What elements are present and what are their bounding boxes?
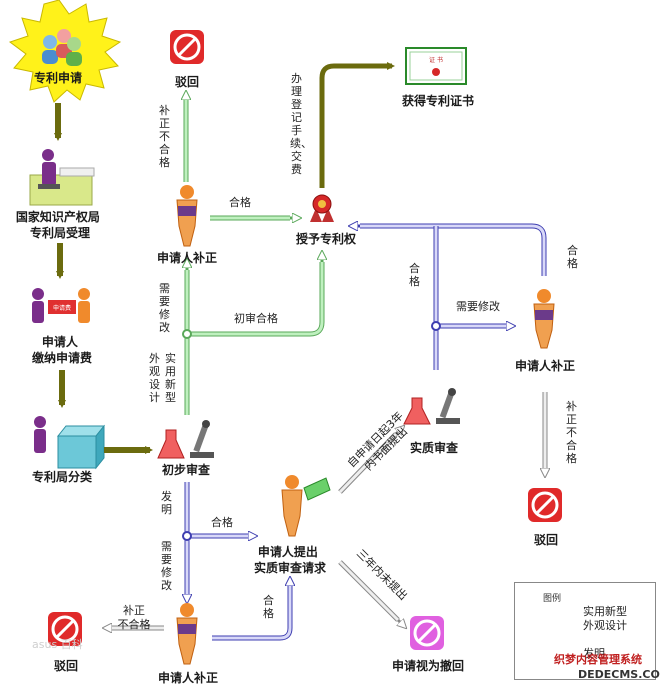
certificate-icon: 证 书 bbox=[405, 47, 467, 85]
person-request bbox=[281, 475, 331, 537]
legend-title: 图例 bbox=[543, 594, 562, 604]
withdrawn-icon bbox=[410, 616, 444, 650]
node-reject-bottom: 驳回 bbox=[54, 659, 78, 673]
label-within-3y: 自申请日起3年 内书面提出 bbox=[344, 406, 418, 480]
person-correct-bottom bbox=[176, 603, 198, 665]
node-cert: 获得专利证书 bbox=[401, 93, 474, 108]
node-prelim: 初步审查 bbox=[162, 462, 211, 477]
label-pass-top: 合格 bbox=[229, 195, 251, 209]
clerk-desk-icon bbox=[29, 149, 95, 206]
lab-icon-prelim bbox=[157, 420, 214, 459]
node-start: 专利申请 bbox=[34, 70, 82, 85]
legend: 图例 实用新型外观设计 发明 bbox=[514, 582, 656, 680]
node-request-l2: 实质审查请求 bbox=[254, 560, 327, 575]
watermark-main: 织梦内容管理系统 bbox=[554, 653, 642, 666]
reject-icon-right bbox=[528, 488, 562, 522]
label-utility-design-2: 实用新型 bbox=[165, 352, 176, 404]
node-correct-right: 申请人补正 bbox=[515, 358, 575, 373]
label-prelim-pass: 初审合格 bbox=[234, 311, 278, 325]
label-not-in-3y: 三年内未提出 bbox=[354, 546, 411, 603]
node-grant: 授予专利权 bbox=[296, 231, 357, 246]
label-need-fix-right: 需要修改 bbox=[456, 299, 500, 313]
person-correct-right bbox=[533, 289, 555, 349]
label-fail-top: 补正不合格 bbox=[159, 104, 170, 169]
people-icon bbox=[42, 29, 82, 66]
label-invention: 发明 bbox=[161, 490, 172, 516]
label-pass-mid: 合格 bbox=[211, 515, 233, 529]
watermark-sub: DEDECMS.COM bbox=[578, 668, 660, 681]
node-correct-top: 申请人补正 bbox=[157, 250, 217, 265]
label-fail-right: 补正不合格 bbox=[566, 400, 577, 465]
label-pass-far-right: 合格 bbox=[567, 244, 578, 270]
label-pass-bottom: 合格 bbox=[263, 594, 274, 620]
node-accept-line1: 国家知识产权局 专利局受理 bbox=[16, 209, 104, 240]
node-pay-l2: 缴纳申请费 bbox=[32, 350, 92, 365]
box-worker-icon bbox=[34, 416, 106, 470]
label-register-fee: 办理登记手续、交费 bbox=[290, 72, 312, 176]
medal-icon bbox=[310, 194, 334, 222]
label-pass-right: 合格 bbox=[409, 262, 420, 288]
lab-icon-substantive bbox=[403, 388, 460, 425]
node-accept-l1: 国家知识产权局 bbox=[16, 209, 100, 224]
legend-green-label: 实用新型外观设计 bbox=[583, 605, 627, 632]
node-correct-bottom: 申请人补正 bbox=[158, 670, 218, 685]
node-request-l1: 申请人提出 bbox=[258, 544, 318, 559]
node-accept-l2: 专利局受理 bbox=[30, 225, 90, 240]
label-need-fix-left: 需要修改 bbox=[159, 282, 170, 334]
start-burst bbox=[8, 0, 122, 103]
node-withdrawn: 申请视为撤回 bbox=[392, 658, 464, 673]
node-substantive: 实质审查 bbox=[410, 440, 459, 455]
node-request: 申请人提出 实质审查请求 bbox=[254, 544, 327, 575]
reject-icon-top bbox=[170, 30, 204, 64]
person-correct-top bbox=[176, 185, 198, 247]
payment-icon: 申请费 bbox=[32, 288, 90, 323]
legend-blue-label: 发明 bbox=[583, 647, 605, 660]
label-fail-bottom-1: 补正 bbox=[123, 604, 145, 617]
node-classify: 专利局分类 bbox=[32, 469, 93, 484]
reject-icon-bottom bbox=[48, 612, 82, 646]
node-reject-right: 驳回 bbox=[534, 533, 558, 547]
node-pay-l1: 申请人 bbox=[42, 334, 79, 349]
label-fail-bottom-2: 不合格 bbox=[118, 617, 151, 631]
label-need-fix-bottom: 需要修改 bbox=[161, 540, 172, 592]
node-reject-top: 驳回 bbox=[175, 75, 199, 89]
watermark-left: asus 百科 bbox=[32, 638, 83, 651]
label-utility-design-1: 外观设计 bbox=[149, 352, 160, 404]
certificate-text: 证 书 bbox=[429, 56, 443, 64]
node-pay: 申请人 缴纳申请费 bbox=[32, 334, 92, 365]
stamp-text: 申请费 bbox=[53, 304, 71, 312]
